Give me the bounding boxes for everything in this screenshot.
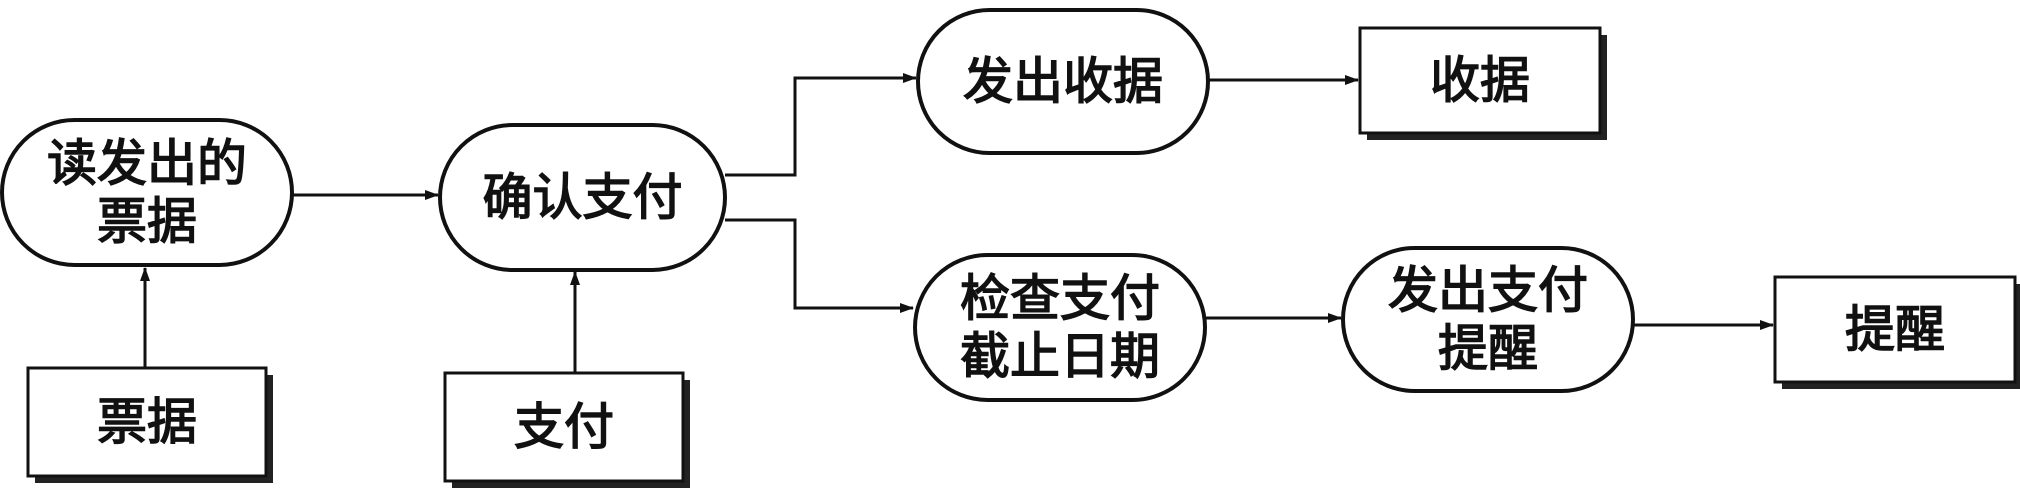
process-shape — [1341, 246, 1635, 393]
node-label: 读发出的 — [47, 135, 247, 193]
node-label: 确认支付 — [483, 169, 683, 227]
node-label: 票据 — [97, 393, 197, 451]
node-label: 提醒 — [1845, 301, 1945, 359]
edges-layer — [140, 73, 1774, 373]
node-reminder: 提醒 — [1773, 275, 2020, 389]
node-issue-receipt: 发出收据 — [916, 8, 1210, 155]
entity-box — [26, 366, 268, 478]
process-shape — [438, 123, 727, 272]
edge-confirm-to-check-deadline — [725, 218, 914, 313]
entity-box — [1358, 26, 1602, 135]
process-shape — [913, 253, 1207, 402]
node-label: 检查支付 — [960, 270, 1160, 328]
entity-box — [443, 371, 685, 483]
node-invoice: 票据 — [26, 366, 273, 483]
entity-box — [1773, 275, 2017, 384]
node-payment: 支付 — [443, 371, 690, 488]
node-label: 提醒 — [1438, 320, 1538, 378]
nodes-layer: 读发出的票据票据确认支付支付发出收据收据检查支付截止日期发出支付提醒提醒 — [0, 8, 2020, 488]
process-shape — [0, 118, 294, 267]
node-label: 支付 — [514, 398, 614, 456]
node-label: 发出支付 — [1388, 262, 1588, 320]
node-label: 发出收据 — [963, 53, 1163, 111]
node-label: 收据 — [1430, 52, 1530, 110]
process-shape — [916, 8, 1210, 155]
node-receipt: 收据 — [1358, 26, 1607, 140]
node-label: 截止日期 — [960, 328, 1160, 386]
node-confirm: 确认支付 — [438, 123, 727, 272]
node-label: 票据 — [97, 193, 197, 251]
edge-confirm-to-issue-receipt — [725, 73, 917, 177]
